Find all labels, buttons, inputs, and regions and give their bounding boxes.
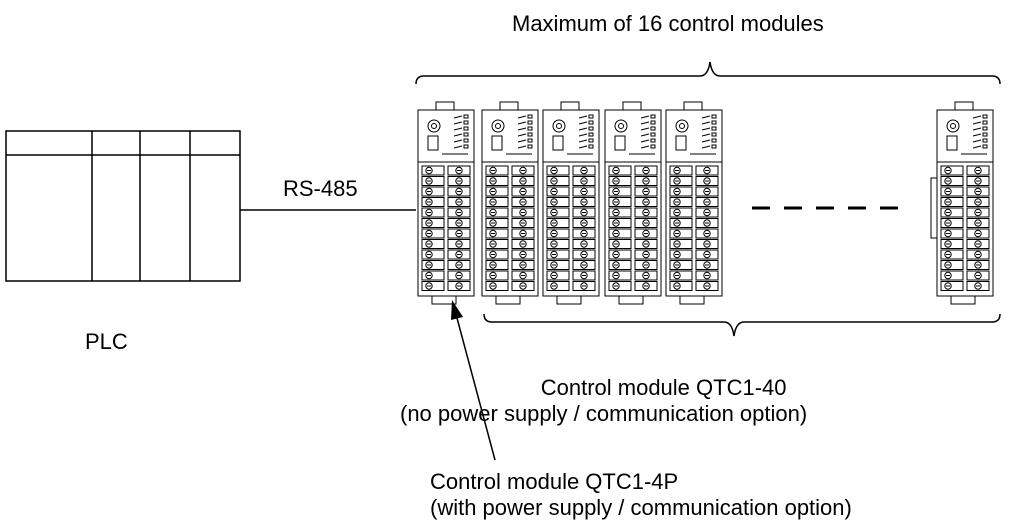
qtc40-caption-line2: (no power supply / communication option) [400,401,808,426]
qtc40-caption-line1: Control module QTC1-40 [540,375,787,400]
plc-label: PLC [85,329,128,354]
qtc4p-caption-line1: Control module QTC1-4P [430,469,679,494]
module-qtc1-40 [930,101,994,305]
qtc4p-caption: Control module QTC1-4P (with power suppl… [430,469,852,521]
module-qtc1-40 [604,101,662,305]
qtc40-caption: Control module QTC1-40 (no power supply … [400,375,807,427]
bottom-brace [483,313,1001,337]
qtc4p-caption-line2: (with power supply / communication optio… [430,495,852,520]
qtc4p-pointer-arrow [451,300,496,461]
module-qtc1-40 [481,101,539,305]
rs485-label: RS-485 [283,176,358,201]
module-qtc1-4p [417,101,475,305]
max-modules-label: Maximum of 16 control modules [512,11,824,36]
plc-block [5,130,241,282]
module-qtc1-40 [665,101,723,305]
top-brace [415,61,1001,85]
control-module-stack [417,101,994,305]
module-qtc1-40 [542,101,600,305]
